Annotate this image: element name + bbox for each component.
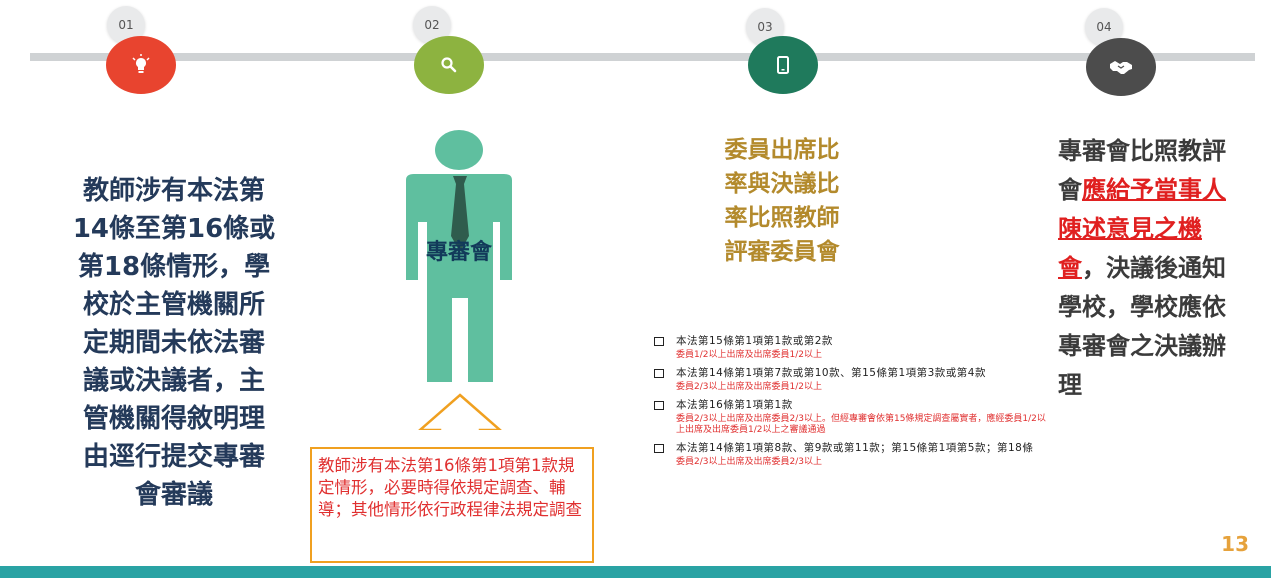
- col4-text-part2: ，決議後通知學校，學校應依專審會之決議辦理: [1058, 254, 1226, 399]
- bottom-bar: [0, 566, 1271, 578]
- col3-title-line: 評審委員會: [724, 239, 840, 265]
- col1-text: 教師涉有本法第 14條至第16條或 第18條情形，學 校於主管機關所 定期間未依…: [40, 172, 308, 514]
- checkbox-square-icon: [654, 337, 664, 346]
- col4-text-part1: 專審會比照教評會: [1058, 137, 1226, 204]
- lightbulb-icon: [132, 54, 150, 73]
- rule-item: 本法第16條第1項第1款 委員2/3以上出席及出席委員2/3以上。但經專審會依第…: [652, 398, 1052, 436]
- person-label: 專審會: [425, 240, 492, 265]
- rule-title: 本法第16條第1項第1款: [676, 399, 793, 411]
- person-figure: [406, 130, 512, 430]
- rule-note: 委員2/3以上出席及出席委員1/2以上: [676, 382, 822, 392]
- col3-title: 委員出席比 率與決議比 率比照教師 評審委員會: [682, 133, 882, 269]
- note-box: 教師涉有本法第16條第1項第1款規定情形，必要時得依規定調查、輔導；其他情形依行…: [310, 447, 594, 563]
- rule-item: 本法第15條第1項第1款或第2款 委員1/2以上出席及出席委員1/2以上: [652, 334, 1052, 361]
- handshake-icon: [1110, 61, 1132, 74]
- phone-icon: [777, 56, 789, 74]
- step-circle-3: [748, 36, 818, 94]
- col1-line: 校於主管機關所: [82, 290, 265, 320]
- rule-title: 本法第15條第1項第1款或第2款: [676, 335, 833, 347]
- step-circle-1: [106, 36, 176, 94]
- rule-note: 委員1/2以上出席及出席委員1/2以上: [676, 350, 822, 360]
- col1-line: 教師涉有本法第: [82, 176, 265, 206]
- col4-text: 專審會比照教評會應給予當事人陳述意見之機會，決議後通知學校，學校應依專審會之決議…: [1058, 132, 1248, 405]
- col1-line: 14條至第16條或: [72, 214, 276, 244]
- checkbox-square-icon: [654, 369, 664, 378]
- rule-title: 本法第14條第1項第8款、第9款或第11款；第15條第1項第5款；第18條: [676, 442, 1034, 454]
- col1-line: 第18條情形，學: [77, 252, 271, 282]
- rule-note: 委員2/3以上出席及出席委員2/3以上。但經專審會依第15條規定調查屬實者，應經…: [676, 414, 1046, 435]
- up-arrow-icon: [418, 393, 502, 430]
- checkbox-square-icon: [654, 444, 664, 453]
- col3-title-line: 委員出席比: [724, 137, 840, 163]
- col3-title-line: 率與決議比: [724, 171, 840, 197]
- col1-line: 會審議: [134, 480, 213, 510]
- rule-item: 本法第14條第1項第7款或第10款、第15條第1項第3款或第4款 委員2/3以上…: [652, 366, 1052, 393]
- col4-highlight: 應給予當事人陳述意見之機會: [1058, 176, 1226, 282]
- note-box-text: 教師涉有本法第16條第1項第1款規定情形，必要時得依規定調查、輔導；其他情形依行…: [318, 456, 582, 519]
- rule-title: 本法第14條第1項第7款或第10款、第15條第1項第3款或第4款: [676, 367, 986, 379]
- col1-line: 由逕行提交專審: [82, 442, 265, 472]
- rule-item: 本法第14條第1項第8款、第9款或第11款；第15條第1項第5款；第18條 委員…: [652, 441, 1052, 468]
- step-circle-4: [1086, 38, 1156, 96]
- col1-line: 議或決議者，主: [82, 366, 265, 396]
- col1-line: 管機關得敘明理: [82, 404, 265, 434]
- step-circle-2: [414, 36, 484, 94]
- timeline-line: [30, 53, 1255, 61]
- checkbox-square-icon: [654, 401, 664, 410]
- page-number: 13: [1221, 532, 1249, 556]
- col1-line: 定期間未依法審: [82, 328, 265, 358]
- rules-list: 本法第15條第1項第1款或第2款 委員1/2以上出席及出席委員1/2以上 本法第…: [652, 334, 1052, 473]
- rule-note: 委員2/3以上出席及出席委員2/3以上: [676, 457, 822, 467]
- col3-title-line: 率比照教師: [724, 205, 840, 231]
- search-icon: [441, 57, 457, 73]
